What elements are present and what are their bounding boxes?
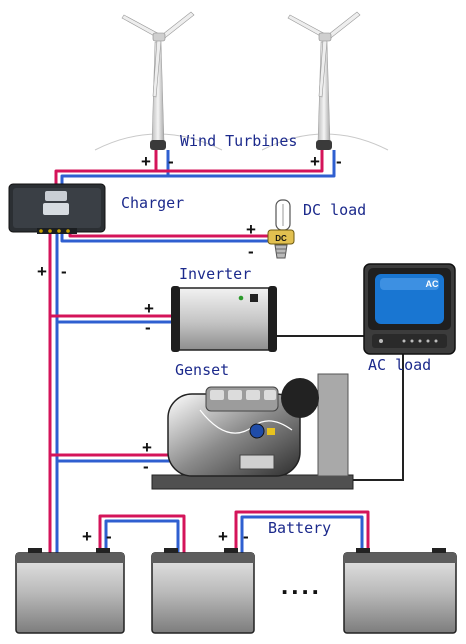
labels: Wind Turbines Charger DC load Inverter A… bbox=[121, 132, 431, 600]
label-wind-turbines: Wind Turbines bbox=[180, 132, 297, 150]
wire-turbines-positive bbox=[54, 150, 158, 185]
plus-sign: + bbox=[142, 438, 152, 457]
tv-badge-text: AC bbox=[426, 279, 439, 289]
minus-sign: - bbox=[143, 457, 149, 476]
plus-sign: + bbox=[310, 152, 320, 171]
ac-load-tv: AC bbox=[363, 263, 456, 355]
label-battery: Battery bbox=[268, 519, 331, 537]
battery-ellipsis: .... bbox=[281, 570, 322, 600]
battery-1 bbox=[15, 548, 125, 634]
minus-sign: - bbox=[168, 152, 174, 171]
label-inverter: Inverter bbox=[179, 265, 251, 283]
wire-turbine-right-negative bbox=[168, 150, 336, 178]
polarity-signs: + - + - + - + - + - + - + - + - bbox=[37, 152, 342, 546]
bulb-badge-text: DC bbox=[275, 234, 287, 243]
wire-genset-to-ac-load bbox=[352, 354, 404, 481]
minus-sign: - bbox=[61, 262, 67, 281]
battery-3 bbox=[343, 548, 457, 634]
battery-2 bbox=[151, 548, 255, 634]
plus-sign: + bbox=[37, 262, 47, 281]
ac-wiring bbox=[272, 335, 404, 481]
label-genset: Genset bbox=[175, 361, 229, 379]
genset-device bbox=[151, 373, 354, 490]
wire-turbine-right-positive bbox=[156, 150, 324, 173]
wind-turbine-left bbox=[94, 11, 223, 151]
minus-sign: - bbox=[106, 527, 112, 546]
wire-turbines-negative bbox=[60, 150, 170, 185]
plus-sign: + bbox=[246, 220, 256, 239]
minus-sign: - bbox=[248, 242, 254, 261]
label-dc-load: DC load bbox=[303, 201, 366, 219]
minus-sign: - bbox=[145, 318, 151, 337]
inverter-device bbox=[171, 286, 277, 352]
dc-load-bulb: DC bbox=[267, 199, 295, 259]
wind-turbine-right bbox=[261, 11, 389, 151]
plus-sign: + bbox=[141, 152, 151, 171]
label-charger: Charger bbox=[121, 194, 184, 212]
minus-sign: - bbox=[336, 152, 342, 171]
wiring bbox=[48, 150, 370, 553]
label-ac-load: AC load bbox=[368, 356, 431, 374]
plus-sign: + bbox=[218, 527, 228, 546]
charger-device bbox=[8, 183, 106, 234]
minus-sign: - bbox=[243, 527, 249, 546]
plus-sign: + bbox=[144, 299, 154, 318]
plus-sign: + bbox=[82, 527, 92, 546]
